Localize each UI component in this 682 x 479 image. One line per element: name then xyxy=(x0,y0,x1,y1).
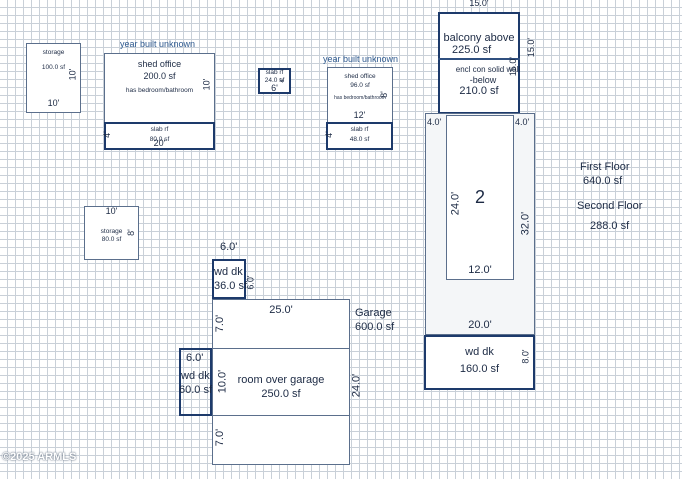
year-built-label-left: year built unknown xyxy=(120,39,196,49)
wd-dk-left-area: 60.0 sf xyxy=(179,384,213,396)
wd-dk-right xyxy=(424,335,535,390)
balcony-divider xyxy=(438,58,520,60)
second-floor-area: 288.0 sf xyxy=(590,220,630,232)
wd-dk-top-area: 36.0 sf xyxy=(214,280,248,292)
main-building-depth: 32.0' xyxy=(519,211,532,236)
storage-mid-width: 10' xyxy=(105,206,118,216)
slab-small-title: slab rf xyxy=(265,69,284,76)
storage-top-depth: 10' xyxy=(67,68,78,81)
storage-top-width: 10' xyxy=(47,98,60,108)
encl-title: encl con solid wall xyxy=(455,65,521,74)
shed-office-left-title: shed office xyxy=(137,59,182,69)
room-over-garage-depth: 10.0' xyxy=(216,369,229,394)
wd-dk-top xyxy=(212,259,246,299)
balcony-depth: 15.0' xyxy=(526,37,537,58)
balcony-area: 225.0 sf xyxy=(452,44,492,56)
storage-mid-depth: 8' xyxy=(125,229,136,236)
watermark: ©2025 ARMLS xyxy=(2,451,77,463)
storage-top-title: storage xyxy=(42,49,65,56)
wd-dk-left-width: 6.0' xyxy=(186,352,204,364)
storage-mid-area: 80.0 sf xyxy=(101,236,122,243)
garage-bottom-seg: 7.0' xyxy=(214,428,227,447)
garage-area: 600.0 sf xyxy=(355,321,395,333)
first-floor-area: 640.0 sf xyxy=(583,175,623,187)
main-right-step: 4.0' xyxy=(515,117,530,127)
shed-office-left-side: 10' xyxy=(201,78,212,91)
slab-left xyxy=(104,122,215,150)
slab-left-area: 80.0 sf xyxy=(149,136,170,143)
shed-office-right-side: 8' xyxy=(378,91,389,98)
encl-depth: 15.0' xyxy=(508,56,519,77)
slab-small-width: 6' xyxy=(271,83,278,93)
shed-office-left xyxy=(104,53,215,123)
slab-right xyxy=(326,122,393,150)
wd-dk-top-width: 6.0' xyxy=(220,241,238,253)
shed-office-right-title: shed office xyxy=(344,73,376,80)
upper-floor-number: 2 xyxy=(474,187,485,207)
upper-floor-width: 12.0' xyxy=(468,264,492,276)
second-floor-label: Second Floor xyxy=(577,200,643,212)
main-left-step: 4.0' xyxy=(427,117,442,127)
slab-left-width: 20' xyxy=(153,138,166,148)
wd-dk-right-depth: 8.0' xyxy=(520,349,531,364)
shed-office-right xyxy=(327,67,393,123)
first-floor-label: First Floor xyxy=(580,161,630,173)
wd-dk-top-depth: 6.0' xyxy=(245,275,256,290)
balcony-title: balcony above xyxy=(443,32,515,44)
slab-left-depth: 4' xyxy=(101,131,112,138)
wd-dk-left xyxy=(179,348,212,416)
slab-right-title: slab rf xyxy=(350,126,369,133)
wd-dk-right-area: 160.0 sf xyxy=(459,363,500,375)
balcony-width: 15.0' xyxy=(469,0,489,8)
year-built-label-right: year built unknown xyxy=(323,54,399,64)
slab-small-area: 24.0 sf xyxy=(264,77,285,84)
storage-top-area: 100.0 sf xyxy=(41,64,66,71)
room-over-garage xyxy=(212,348,350,416)
wd-dk-left-title: wd dk xyxy=(181,370,210,382)
slab-right-area: 48.0 sf xyxy=(349,136,370,143)
main-building-width: 20.0' xyxy=(468,319,492,331)
garage-width: 25.0' xyxy=(269,304,293,316)
garage-depth: 24.0' xyxy=(350,373,363,398)
slab-right-width: 12' xyxy=(353,110,366,120)
room-over-garage-area: 250.0 sf xyxy=(261,388,301,400)
encl-area: 210.0 sf xyxy=(459,85,499,97)
shed-office-left-area: 200.0 sf xyxy=(143,71,176,81)
balcony-above xyxy=(438,12,520,114)
shed-office-right-area: 96.0 sf xyxy=(350,82,370,89)
slab-small xyxy=(258,68,291,94)
storage-room-mid xyxy=(84,206,139,260)
shed-office-right-note: has bedroom/bathroom xyxy=(334,95,386,101)
slab-small-depth: 4' xyxy=(279,77,287,83)
slab-right-depth: 4' xyxy=(323,131,334,138)
wd-dk-right-title: wd dk xyxy=(465,346,494,358)
garage-top-seg: 7.0' xyxy=(214,314,227,333)
storage-mid-title: storage xyxy=(100,228,123,235)
storage-room-top xyxy=(26,43,81,113)
encl-subtitle: -below xyxy=(469,75,497,85)
room-over-garage-title: room over garage xyxy=(237,374,325,386)
shed-office-left-note: has bedroom/bathroom xyxy=(125,87,194,94)
upper-floor-outline xyxy=(446,115,514,280)
wd-dk-top-title: wd dk xyxy=(214,266,243,278)
slab-left-title: slab rf xyxy=(150,126,169,133)
garage-title: Garage xyxy=(355,307,392,319)
upper-floor-depth: 24.0' xyxy=(449,191,462,216)
